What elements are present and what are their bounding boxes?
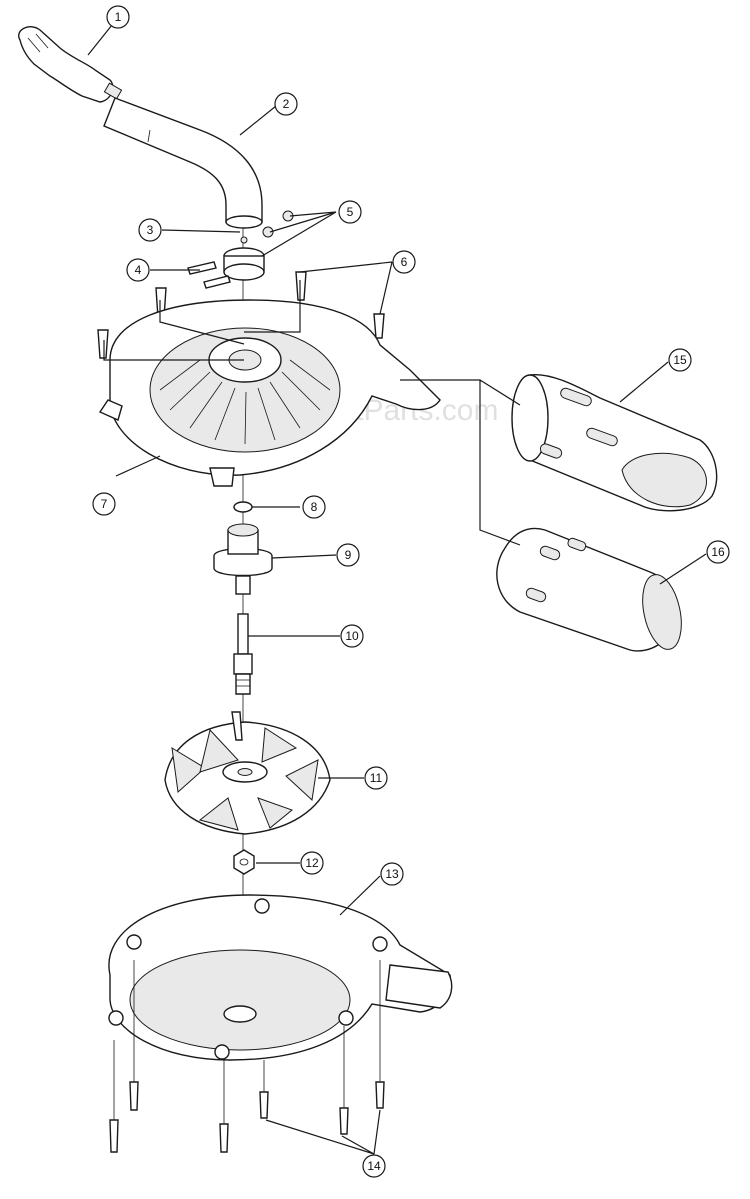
part-bearing-hub [213,523,273,595]
part-impeller [164,711,331,835]
callout-2-label: 2 [283,97,290,111]
part-shaft [233,613,253,695]
callout-12-label: 12 [305,856,319,870]
callout-9: 9 [336,543,360,567]
callout-12: 12 [300,851,324,875]
callout-16-label: 16 [711,545,725,559]
callout-5-label: 5 [347,205,354,219]
callout-9-label: 9 [345,548,352,562]
callout-8: 8 [302,495,326,519]
callout-16: 16 [706,540,730,564]
callout-10: 10 [340,624,364,648]
callout-4-label: 4 [135,263,142,277]
part-handle-grip [18,26,123,103]
part-nut [233,849,255,875]
callout-1: 1 [106,5,130,29]
part-flat-nozzle [511,373,718,512]
callout-4: 4 [126,258,150,282]
callout-13-label: 13 [385,867,399,881]
callout-8-label: 8 [311,500,318,514]
callout-3: 3 [138,218,162,242]
callout-14-label: 14 [367,1159,381,1173]
callout-1-label: 1 [115,10,122,24]
part-screws-14 [109,960,385,1153]
callout-7-label: 7 [101,497,108,511]
callout-2: 2 [274,92,298,116]
callout-10-label: 10 [345,629,359,643]
leader-lines [87,24,707,1155]
callout-14: 14 [362,1154,386,1178]
part-round-nozzle [496,527,682,652]
callout-13: 13 [380,862,404,886]
callout-11-label: 11 [370,771,383,785]
part-screws-4 [187,261,231,289]
callout-15: 15 [668,348,692,372]
callout-11: 11 [364,766,388,790]
part-curved-tube [103,97,263,229]
part-o-ring [233,501,253,513]
part-top-housing [98,299,441,487]
part-bottom-housing [108,894,453,1061]
callout-3-label: 3 [147,223,154,237]
callout-5: 5 [338,200,362,224]
part-clamp-collar [223,210,294,281]
callout-15-label: 15 [673,353,687,367]
callout-7: 7 [92,492,116,516]
callout-6-label: 6 [401,255,408,269]
callout-6: 6 [392,250,416,274]
